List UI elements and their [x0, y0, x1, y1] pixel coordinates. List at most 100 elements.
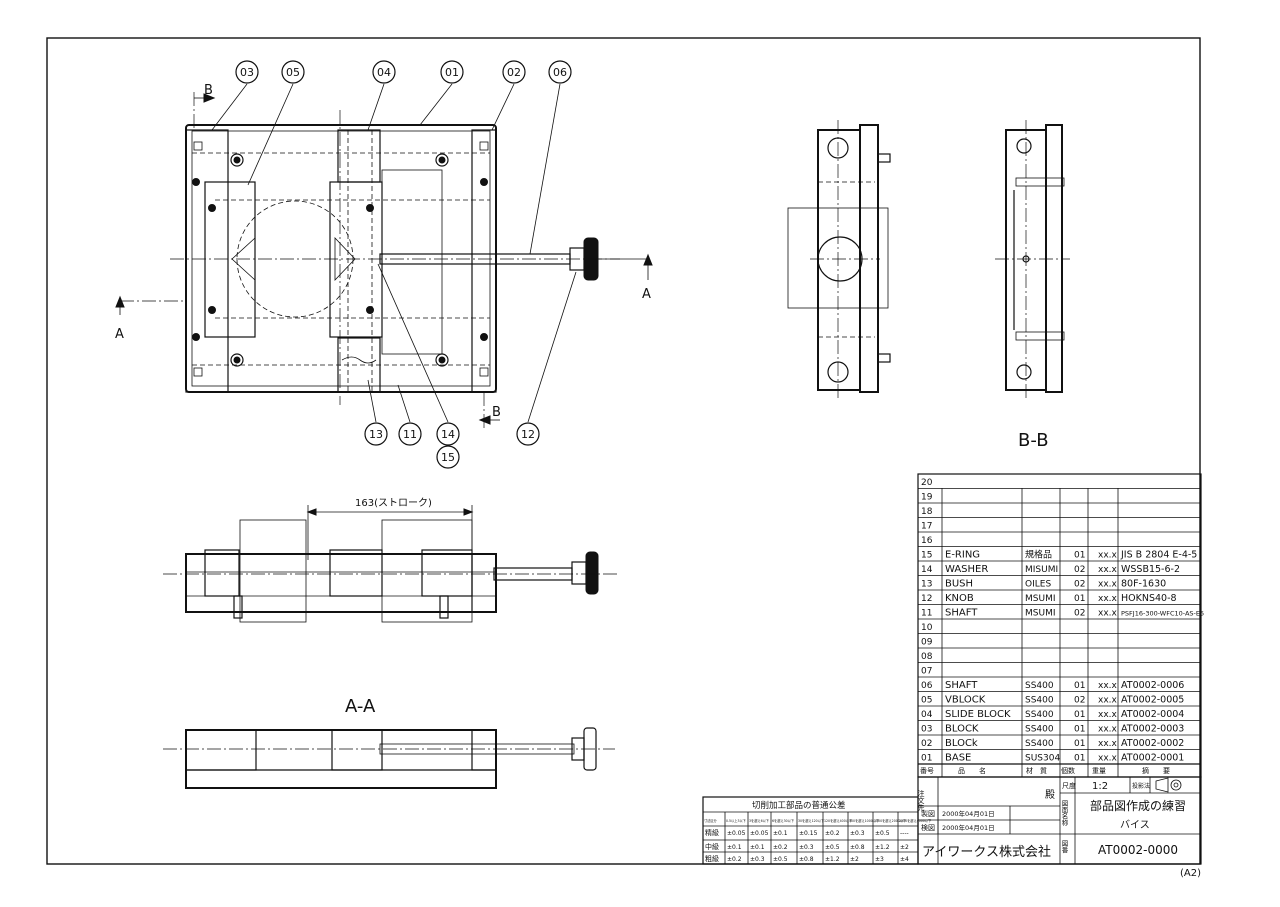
parts-row: 08: [918, 652, 1201, 663]
balloon-label: 11: [403, 428, 417, 441]
front-view: 163(ストローク): [163, 497, 620, 623]
parts-cell-qty: 01: [1074, 710, 1085, 720]
tol-value: ±0.2: [825, 830, 840, 837]
section-aa-label: A-A: [345, 696, 376, 717]
section-b-letter-top: B: [204, 83, 213, 98]
section-bb-view: B-B: [787, 120, 1070, 451]
parts-cell-name: BLOCk: [945, 738, 978, 749]
parts-cell-weight: xx.x: [1098, 710, 1118, 720]
parts-cell-qty: 02: [1074, 580, 1085, 590]
tol-value: ±3: [875, 856, 884, 863]
parts-cell-name: WASHER: [945, 564, 988, 575]
parts-header-qty: 個数: [1061, 766, 1075, 775]
balloon-label: 04: [377, 66, 391, 79]
section-bb-label: B-B: [1018, 430, 1049, 451]
balloon-label: 12: [521, 428, 535, 441]
tol-grade: 粗級: [705, 854, 719, 863]
balloon-11: 11: [398, 422, 422, 446]
parts-cell-remarks: PSFJ16-300-WFC10-AS-E5: [1121, 610, 1204, 618]
balloon-02: 02: [502, 60, 526, 84]
parts-header-name: 品 名: [958, 766, 986, 775]
section-a-letter-left: A: [115, 327, 124, 342]
parts-cell-weight: xx.x: [1098, 580, 1118, 590]
tol-header: 3を超え6以下: [749, 818, 770, 823]
parts-cell-material: SS400: [1025, 739, 1054, 749]
balloon-12: 12: [516, 422, 540, 446]
balloon-06: 06: [548, 60, 572, 84]
parts-row: 17: [918, 522, 1201, 533]
parts-cell-no: 20: [921, 478, 933, 488]
parts-cell-no: 17: [921, 522, 932, 532]
projection-symbol-icon: [1155, 777, 1182, 793]
title-block: 注文先 殿 尺度 1:2 投影法 製図 2000年04月01日 検図 2000年…: [917, 776, 1202, 865]
tol-value: ±0.15: [799, 830, 818, 837]
slide-block-04: [337, 129, 381, 183]
parts-cell-material: SS400: [1025, 681, 1054, 691]
parts-cell-remarks: HOKNS40-8: [1121, 593, 1177, 604]
balloon-label: 02: [507, 66, 521, 79]
drawing-number: AT0002-0000: [1098, 843, 1178, 857]
parts-cell-material: SUS304: [1025, 754, 1060, 764]
parts-cell-material: SS400: [1025, 696, 1054, 706]
parts-cell-qty: 01: [1074, 594, 1085, 604]
balloon-14: 14: [436, 422, 460, 446]
parts-row: 16: [918, 536, 1201, 547]
parts-row: 18: [918, 507, 1201, 518]
parts-cell-weight: xx.x: [1098, 609, 1118, 619]
balloon-label: 15: [441, 451, 455, 464]
balloon-05: 05: [281, 60, 305, 84]
parts-cell-qty: 01: [1074, 725, 1085, 735]
parts-row: 07: [918, 667, 1201, 678]
parts-cell-qty: 01: [1074, 551, 1085, 561]
balloon-label: 01: [445, 66, 459, 79]
parts-cell-material: MISUMI: [1025, 565, 1058, 575]
parts-cell-no: 06: [921, 681, 933, 691]
scale-label: 尺度: [1062, 781, 1076, 790]
tol-value: ±0.1: [773, 830, 788, 837]
parts-cell-remarks: AT0002-0001: [1121, 753, 1184, 764]
parts-cell-weight: xx.x: [1098, 565, 1118, 575]
parts-cell-qty: 02: [1074, 565, 1085, 575]
tol-value: ±0.05: [727, 830, 746, 837]
sheet-size-label: (A2): [1180, 868, 1201, 879]
parts-cell-remarks: AT0002-0005: [1121, 695, 1184, 706]
checked-label: 検図: [921, 823, 935, 832]
tol-value: ±0.3: [799, 844, 814, 851]
parts-cell-name: E-RING: [945, 550, 980, 561]
parts-header-no: 番号: [920, 767, 934, 775]
balloon-label: 06: [553, 66, 567, 79]
parts-header-weight: 重量: [1092, 767, 1106, 775]
tol-header: 120を超え400以下: [824, 818, 853, 823]
parts-cell-weight: xx.x: [1098, 681, 1118, 691]
drawn-date: 2000年04月01日: [942, 809, 995, 818]
parts-cell-no: 02: [921, 739, 932, 749]
tol-value: ±0.3: [850, 830, 865, 837]
balloon-13: 13: [364, 422, 388, 446]
balloon-label: 03: [240, 66, 254, 79]
tol-value: ----: [900, 830, 909, 837]
parts-cell-no: 01: [921, 754, 932, 764]
parts-cell-name: BLOCK: [945, 724, 979, 735]
drawing-title: 部品図作成の練習: [1090, 798, 1186, 813]
parts-cell-no: 18: [921, 507, 933, 517]
tolerance-title: 切削加工部品の普通公差: [752, 800, 846, 811]
parts-cell-material: MSUMI: [1025, 609, 1056, 619]
balloon-01: 01: [440, 60, 464, 84]
parts-cell-no: 19: [921, 493, 933, 503]
block-03: [185, 129, 229, 393]
tol-grade: 中級: [705, 842, 719, 851]
drawing-no-label: 図番: [1060, 840, 1068, 855]
balloon-label: 14: [441, 428, 455, 441]
top-view: A A B B: [115, 83, 653, 428]
parts-cell-no: 14: [921, 565, 933, 575]
tol-value: ±0.2: [727, 856, 742, 863]
parts-cell-no: 12: [921, 594, 932, 604]
tol-value: ±0.1: [750, 844, 765, 851]
balloon-label: 05: [286, 66, 300, 79]
parts-cell-qty: 01: [1074, 739, 1085, 749]
parts-header-material: 材 質: [1026, 766, 1047, 775]
balloon-group: 03 05 04 01 02 06 13 11 14 15 12: [235, 60, 572, 469]
parts-row: 20: [918, 478, 1201, 489]
